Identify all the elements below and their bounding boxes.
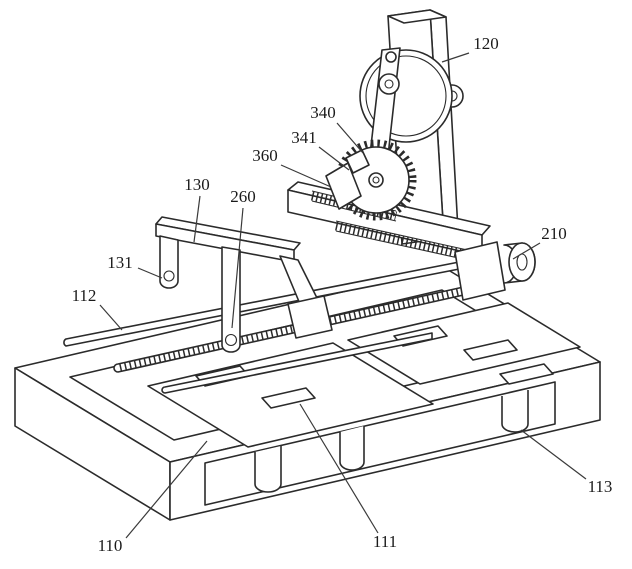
rack-teeth-upper [310, 191, 398, 221]
support-pillar-right [501, 390, 529, 433]
gantry-bracket-130 [155, 216, 333, 353]
bracket-left-leg-131 [159, 235, 179, 289]
bearing-block [454, 241, 506, 301]
pulley-disc-rim [365, 55, 447, 137]
column-top-face [387, 9, 447, 24]
ref-label-112: 112 [72, 286, 97, 305]
base-side-window [204, 381, 556, 506]
leader-line-112 [99, 304, 123, 331]
leader-line-120 [441, 52, 470, 63]
bracket-middle-leg [221, 246, 241, 353]
table-slot [261, 387, 316, 409]
arm-top-bolt [385, 51, 397, 63]
roller-210-end-face [508, 242, 536, 282]
arm-hub [378, 73, 400, 95]
reference-labels: 120 340 341 360 130 260 131 112 210 110 111 113 [72, 34, 613, 555]
leader-line-260 [231, 207, 244, 329]
support-pillar-middle [339, 426, 365, 471]
ref-label-360: 360 [252, 146, 278, 165]
lead-screw-thread-hatching [119, 286, 467, 372]
right-table-plate [347, 302, 581, 385]
front-guide-rail [161, 332, 433, 394]
ref-label-111: 111 [373, 532, 397, 551]
table-slot [463, 339, 518, 361]
arm-hub-bolt [384, 79, 394, 89]
rack-edge [335, 220, 473, 252]
leader-line-111 [299, 403, 379, 534]
rack-teeth-lower [335, 221, 473, 261]
ref-label-130: 130 [184, 175, 210, 194]
screw-slider-block [287, 295, 333, 339]
ref-label-131: 131 [107, 253, 133, 272]
blade-guard-360 [325, 162, 362, 210]
ref-label-210: 210 [541, 224, 567, 243]
lead-screw-260 [113, 285, 469, 373]
leader-line-131 [137, 267, 163, 279]
support-column-120 [359, 9, 464, 245]
ref-label-110: 110 [98, 536, 123, 555]
support-pillar-left [254, 446, 282, 493]
left-leg-hole [163, 270, 175, 282]
cutter-pivot [368, 172, 384, 188]
leader-line-210 [512, 242, 541, 260]
leader-line-130 [193, 195, 201, 243]
rack-edge [335, 230, 473, 262]
leader-line-113 [520, 429, 587, 480]
middle-leg-hole [224, 333, 238, 347]
cutter-teeth-ring [335, 139, 417, 221]
cutter-pivot-bolt [372, 176, 380, 184]
ref-label-260: 260 [230, 187, 256, 206]
base-slot [499, 363, 554, 385]
ref-label-120: 120 [473, 34, 499, 53]
ref-label-341: 341 [291, 128, 317, 147]
leader-line-360 [280, 164, 332, 188]
ref-label-340: 340 [310, 103, 336, 122]
leader-line-110 [125, 440, 208, 539]
ref-label-113: 113 [588, 477, 613, 496]
leader-line-341 [318, 146, 350, 171]
leader-line-340 [336, 122, 364, 154]
